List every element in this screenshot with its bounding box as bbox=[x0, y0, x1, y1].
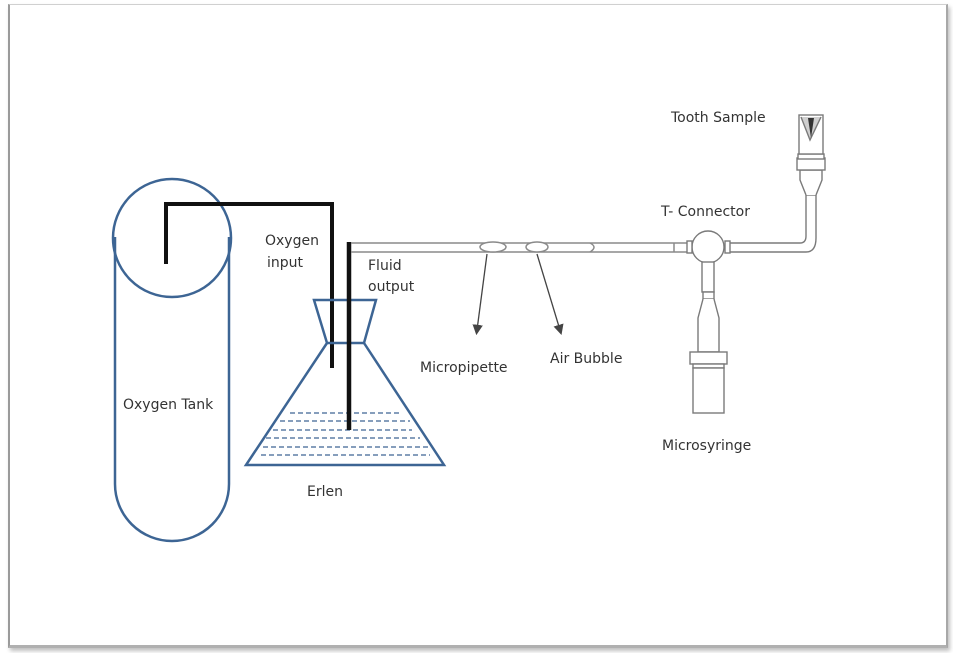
air-bubble-shape bbox=[525, 241, 549, 253]
fluid-output-label-line1: Fluid bbox=[368, 258, 402, 274]
tooth-sample bbox=[796, 114, 826, 196]
erlen-label: Erlen bbox=[307, 484, 343, 500]
air-bubble-pointer bbox=[536, 253, 564, 335]
oxygen-tank bbox=[111, 177, 233, 543]
microsyringe bbox=[689, 261, 728, 414]
t-connector bbox=[686, 195, 817, 264]
oxygen-tank-cap bbox=[111, 177, 233, 299]
oxygen-input-label-line1: Oxygen bbox=[265, 233, 319, 249]
oxygen-input-tube bbox=[164, 202, 334, 368]
flask-liquid bbox=[261, 412, 430, 456]
microsyringe-label: Microsyringe bbox=[662, 438, 751, 454]
micropipette bbox=[351, 241, 688, 253]
oxygen-input-label-line2: input bbox=[267, 255, 304, 271]
t-connector-label: T- Connector bbox=[660, 204, 750, 220]
fluid-output-label-line2: output bbox=[368, 279, 415, 295]
air-bubble-label: Air Bubble bbox=[550, 351, 622, 367]
micropipette-pointer bbox=[472, 253, 488, 336]
oxygen-tank-label: Oxygen Tank bbox=[123, 397, 214, 413]
oxygen-tank-body bbox=[113, 237, 231, 543]
erlenmeyer-flask bbox=[243, 298, 447, 467]
flask-neck bbox=[312, 298, 378, 345]
tooth-sample-label: Tooth Sample bbox=[670, 110, 766, 126]
flask-body bbox=[243, 342, 447, 467]
micropipette-label: Micropipette bbox=[420, 360, 508, 376]
bubble-marker-1 bbox=[479, 241, 507, 253]
